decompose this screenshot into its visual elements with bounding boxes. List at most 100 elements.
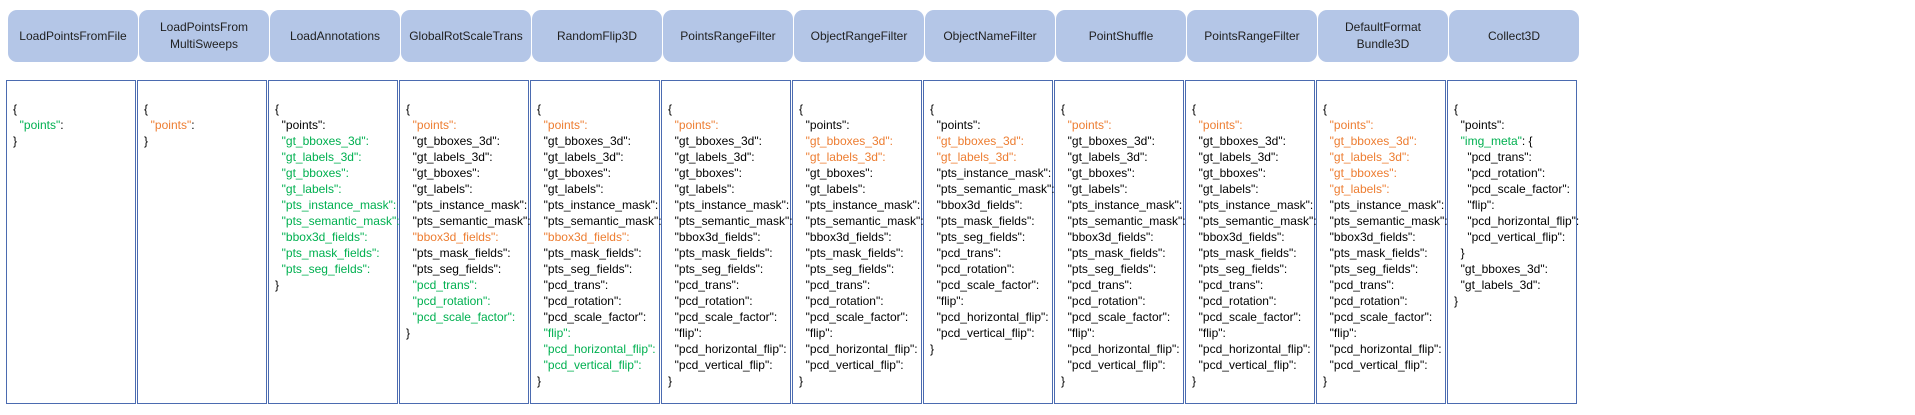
field-line: "points": [406, 118, 457, 132]
stage-title: ObjectNameFilter [925, 10, 1055, 62]
field-line: "pts_semantic_mask": [668, 214, 793, 228]
field-line: "img_meta": { [1460, 134, 1533, 148]
field-line: { [144, 102, 149, 116]
stage-output-fields: { "points": "gt_bboxes_3d": "gt_labels_3… [1054, 80, 1186, 404]
field-line: "pts_mask_fields": [668, 246, 773, 260]
field-line: { [406, 102, 411, 116]
field-line: } [1061, 374, 1066, 388]
field-line: "gt_bboxes_3d": [537, 134, 631, 148]
field-line: } [144, 134, 149, 148]
field-line: "gt_labels_3d": [1192, 150, 1279, 164]
field-line: "pcd_horizontal_flip": [537, 342, 656, 356]
stage-output-fields: { "points": "gt_bboxes_3d": "gt_labels_3… [661, 80, 793, 404]
field-key: "points" [150, 118, 192, 132]
field-line: "bbox3d_fields": [275, 230, 368, 244]
field-line: "flip": [1454, 198, 1495, 212]
field-line: "bbox3d_fields": [799, 230, 892, 244]
field-line: "gt_labels_3d": [537, 150, 624, 164]
field-line: { [1454, 102, 1459, 116]
field-line: "points": [150, 118, 195, 132]
field-line: "pts_mask_fields": [930, 214, 1035, 228]
field-line: "bbox3d_fields": [406, 230, 499, 244]
field-line: "pcd_horizontal_flip": [1454, 214, 1580, 228]
field-line: "gt_labels_3d": [668, 150, 755, 164]
field-line: } [537, 374, 542, 388]
field-line: "pcd_trans": [406, 278, 478, 292]
field-line: "gt_bboxes": [1192, 166, 1266, 180]
field-line: } [275, 278, 280, 292]
field-line: "pcd_trans": [537, 278, 609, 292]
pipeline-stage: RandomFlip3D{ "points": "gt_bboxes_3d": … [524, 0, 670, 415]
field-line: } [1454, 294, 1459, 308]
stage-title: LoadPointsFrom MultiSweeps [139, 10, 269, 62]
field-line: "gt_bboxes_3d": [406, 134, 500, 148]
field-line: "pcd_horizontal_flip": [1192, 342, 1311, 356]
field-line: "pts_seg_fields": [668, 262, 764, 276]
pipeline-stage: LoadPointsFrom MultiSweeps { "points":} [131, 0, 277, 415]
field-line: "pcd_vertical_flip": [1061, 358, 1166, 372]
stage-output-fields: { "points": "gt_bboxes_3d": "gt_labels_3… [1185, 80, 1317, 404]
field-line: "pcd_scale_factor": [668, 310, 778, 324]
field-line: "bbox3d_fields": [537, 230, 630, 244]
field-line: } [1454, 246, 1465, 260]
field-line: "gt_bboxes_3d": [1454, 262, 1548, 276]
field-line: "points": [668, 118, 719, 132]
stage-title: DefaultFormat Bundle3D [1318, 10, 1448, 62]
field-line: "pts_semantic_mask": [275, 214, 400, 228]
field-line: "pcd_vertical_flip": [1323, 358, 1428, 372]
field-line: "pts_mask_fields": [1192, 246, 1297, 260]
field-line: "pcd_scale_factor": [406, 310, 516, 324]
field-line: "pts_instance_mask": [537, 198, 659, 212]
stage-title: LoadPointsFromFile [8, 10, 138, 62]
field-line: "pcd_horizontal_flip": [668, 342, 787, 356]
field-line: { [1323, 102, 1328, 116]
pipeline-stage: DefaultFormat Bundle3D{ "points": "gt_bb… [1310, 0, 1456, 415]
field-line: { [537, 102, 542, 116]
field-line: { [1192, 102, 1197, 116]
field-line: "gt_bboxes_3d": [1061, 134, 1155, 148]
field-line: "pcd_rotation": [930, 262, 1015, 276]
field-line: "pcd_scale_factor": [1192, 310, 1302, 324]
field-line: "gt_bboxes": [1323, 166, 1397, 180]
field-line: "pcd_scale_factor": [1323, 310, 1433, 324]
field-line: } [13, 134, 18, 148]
pipeline-stage: PointShuffle { "points": "gt_bboxes_3d": … [1048, 0, 1194, 415]
field-line: "pcd_vertical_flip": [668, 358, 773, 372]
field-line: "pcd_trans": [668, 278, 740, 292]
stage-title: PointsRangeFilter [1187, 10, 1317, 62]
field-line: "pts_instance_mask": [668, 198, 790, 212]
field-line: "pcd_horizontal_flip": [799, 342, 918, 356]
field-line: "points": [930, 118, 981, 132]
field-line: "gt_labels_3d": [799, 150, 886, 164]
stage-title: PointShuffle [1056, 10, 1186, 62]
field-line: "bbox3d_fields": [930, 198, 1023, 212]
field-line: "gt_bboxes_3d": [668, 134, 762, 148]
stage-title: Collect3D [1449, 10, 1579, 62]
field-line: "gt_bboxes_3d": [1323, 134, 1417, 148]
field-line: "gt_labels_3d": [1323, 150, 1410, 164]
field-line: { [668, 102, 673, 116]
stage-title: RandomFlip3D [532, 10, 662, 62]
field-line: } [406, 326, 411, 340]
field-line: } [1192, 374, 1197, 388]
field-line: "pts_semantic_mask": [1323, 214, 1448, 228]
field-line: "pcd_rotation": [1192, 294, 1277, 308]
field-line: "pcd_vertical_flip": [537, 358, 642, 372]
field-line: "points": [275, 118, 326, 132]
field-line: "bbox3d_fields": [1192, 230, 1285, 244]
field-key: "points" [19, 118, 61, 132]
pipeline-stage: ObjectNameFilter{ "points": "gt_bboxes_3… [917, 0, 1063, 415]
field-line: "gt_labels": [1192, 182, 1259, 196]
field-line: "pcd_horizontal_flip": [1323, 342, 1442, 356]
stage-title: GlobalRotScaleTrans [401, 10, 531, 62]
field-line: "flip": [799, 326, 833, 340]
field-line: "pcd_vertical_flip": [1454, 230, 1566, 244]
field-line: "pts_instance_mask": [275, 198, 397, 212]
field-line: "gt_labels": [668, 182, 735, 196]
field-line: "pcd_rotation": [1454, 166, 1546, 180]
pipeline-stage: Collect3D{ "points": "img_meta": { "pcd_… [1441, 0, 1587, 415]
field-line: "flip": [1061, 326, 1095, 340]
stage-title: ObjectRangeFilter [794, 10, 924, 62]
field-line: "gt_labels": [406, 182, 473, 196]
